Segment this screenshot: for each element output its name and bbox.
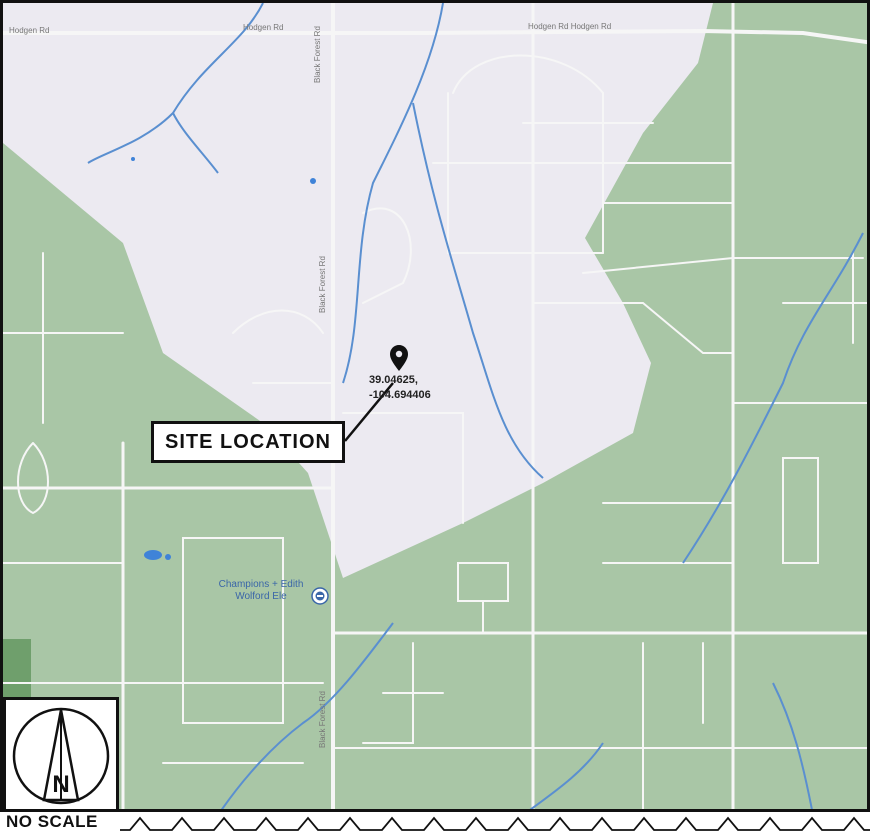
school-label: Champions + Edith Wolford Ele (206, 579, 316, 603)
pond (131, 157, 135, 161)
road-network (3, 3, 867, 809)
pond (165, 554, 171, 560)
leader-line (344, 382, 394, 442)
school-name-line1: Champions + Edith (218, 579, 304, 590)
road-label: Black Forest Rd (313, 26, 322, 83)
road-label: Hodgen Rd Hodgen Rd (528, 22, 612, 31)
road-label: Black Forest Rd (318, 691, 327, 748)
location-pin-icon (390, 345, 408, 371)
coordinate-label: 39.04625, -104.694406 (369, 373, 431, 403)
road-label: Hodgen Rd (243, 23, 284, 32)
streams (87, 3, 864, 809)
map-frame: Hodgen Rd Hodgen Rd Hodgen Rd Hodgen Rd … (0, 0, 870, 812)
road-label: Black Forest Rd (318, 256, 327, 313)
dark-green-patch (3, 639, 31, 699)
school-icon (311, 587, 329, 605)
pond (144, 550, 162, 560)
break-line (120, 816, 870, 831)
north-arrow-icon: N (12, 707, 110, 805)
school-name-line2: Wolford Ele (235, 591, 287, 602)
map-canvas (3, 3, 867, 809)
no-scale-label: NO SCALE (6, 812, 98, 831)
road-label: Hodgen Rd (9, 26, 50, 35)
longitude-text: -104.694406 (369, 389, 431, 401)
north-arrow-box: N (3, 697, 119, 809)
latitude-text: 39.04625, (369, 374, 418, 386)
site-location-label: SITE LOCATION (151, 421, 345, 463)
pond (310, 178, 316, 184)
north-letter: N (52, 771, 69, 798)
